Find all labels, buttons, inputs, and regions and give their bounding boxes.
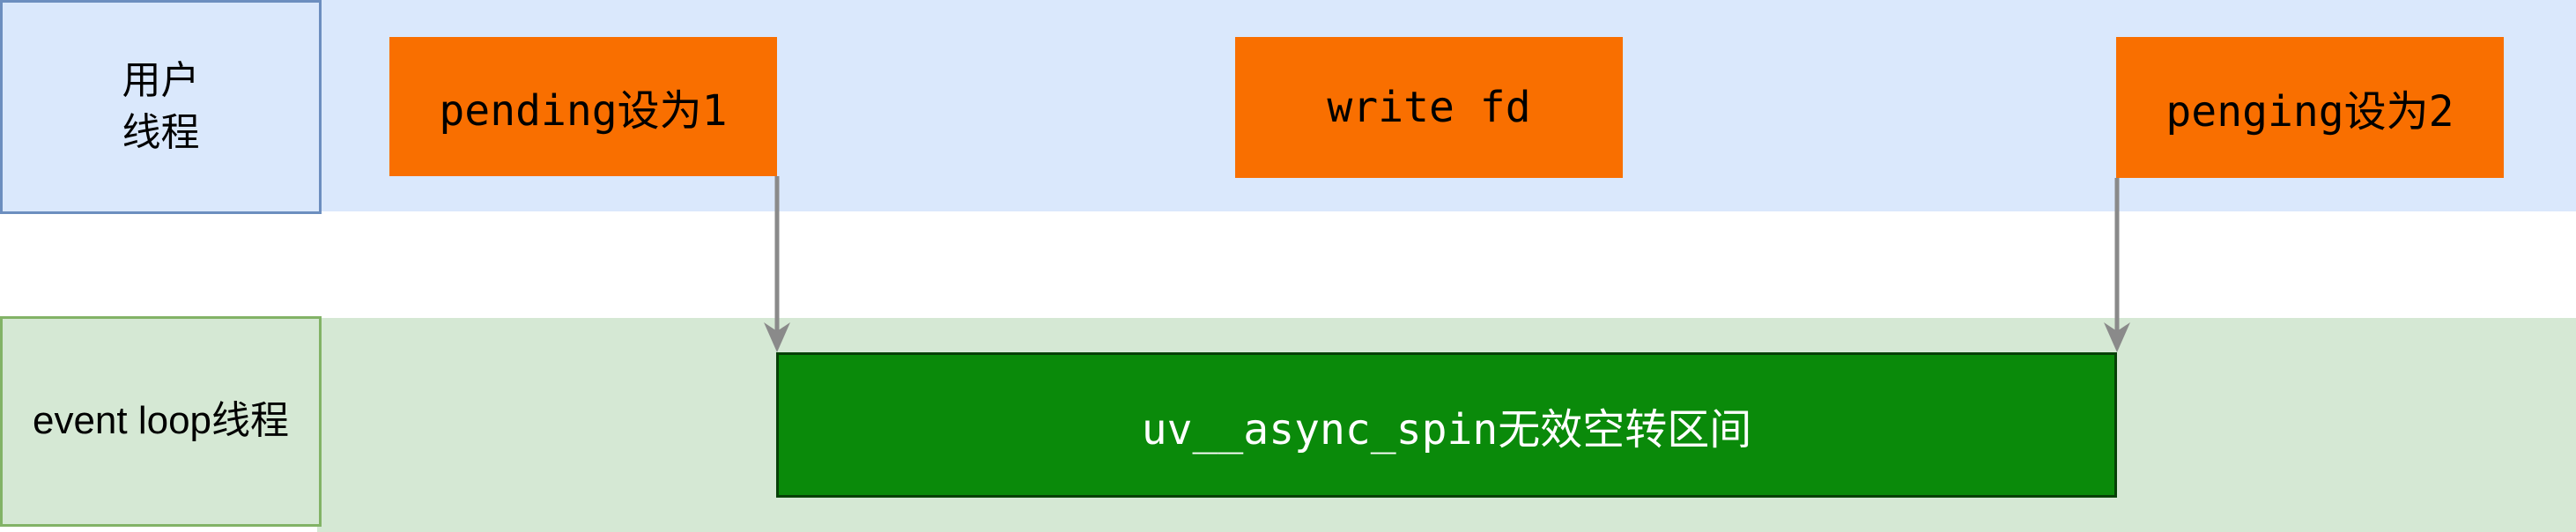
event-box-set-pending-1: pending设为1: [389, 37, 777, 176]
event-box-set-penging-2: penging设为2: [2116, 37, 2504, 178]
arrow-penging-to-spin: [2104, 178, 2130, 352]
event-loop-lane-label-text: event loop线程: [32, 399, 290, 443]
event-box-set-penging-2-text: penging设为2: [2165, 87, 2454, 137]
event-loop-lane-label: event loop线程: [0, 316, 322, 527]
arrow-pending-to-spin: [764, 176, 790, 352]
event-box-write-fd: write fd: [1235, 37, 1623, 178]
user-thread-lane-label: 用户 线程: [0, 0, 322, 214]
async-spin-interval-box: uv__async_spin无效空转区间: [776, 352, 2117, 498]
event-box-set-pending-1-text: pending设为1: [439, 86, 728, 136]
async-spin-interval-text: uv__async_spin无效空转区间: [1141, 404, 1752, 454]
user-thread-lane-label-text: 用户 线程: [122, 59, 200, 154]
event-box-write-fd-text: write fd: [1327, 83, 1531, 132]
